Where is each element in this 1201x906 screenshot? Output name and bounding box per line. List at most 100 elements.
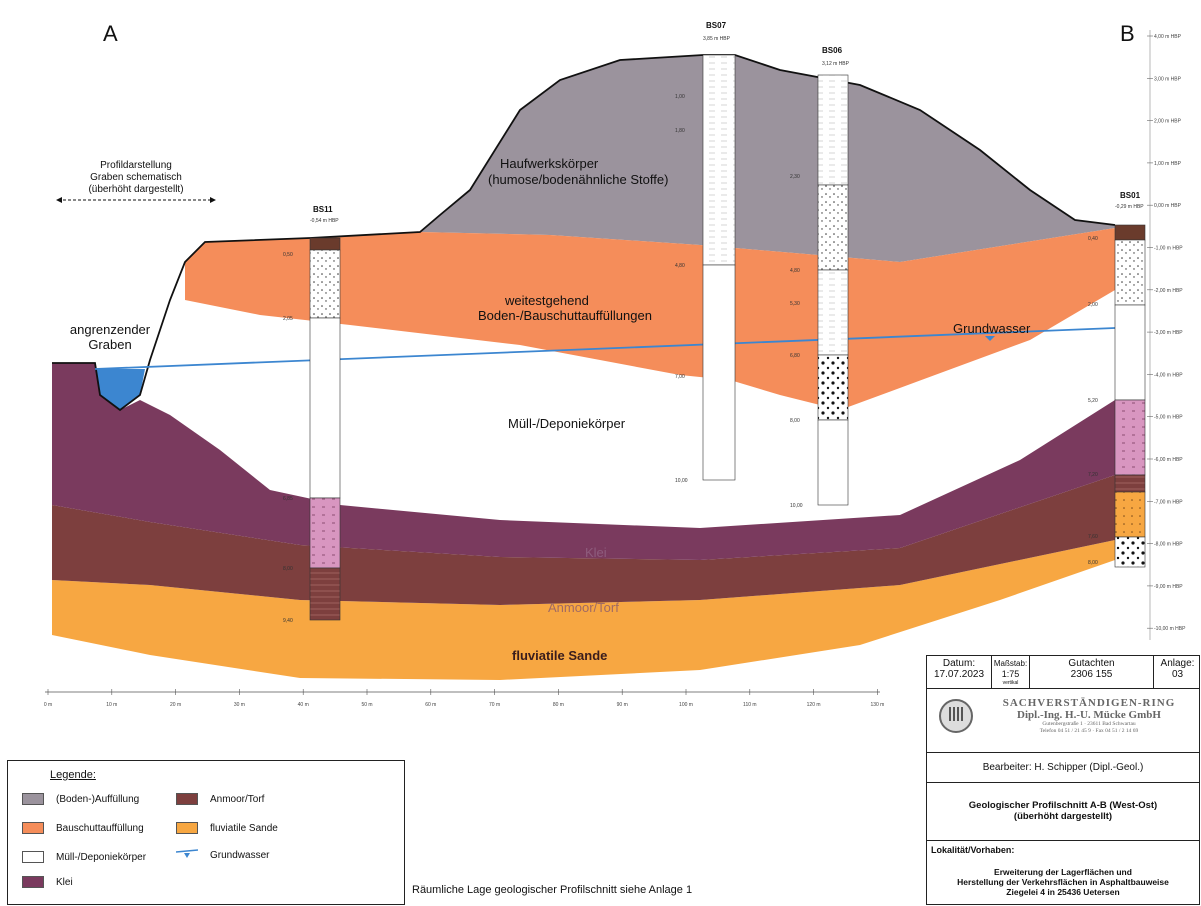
bs11-top: -0,54 m HBP bbox=[310, 218, 339, 224]
legend-item-auffuellung: (Boden-)Auffüllung bbox=[22, 793, 139, 805]
bs07-depth: 1,00 bbox=[675, 94, 685, 100]
swatch bbox=[176, 822, 198, 834]
bs11-depth: 6,85 bbox=[283, 496, 293, 502]
zone-groundwater: Grundwasser bbox=[953, 321, 1031, 336]
fill-layer bbox=[185, 228, 1115, 410]
company-line1: SACHVERSTÄNDIGEN-RING bbox=[1002, 697, 1176, 709]
bs11-depth: 0,50 bbox=[283, 252, 293, 258]
bs07-label: BS07 bbox=[706, 21, 727, 30]
zone-sande: fluviatile Sande bbox=[512, 648, 607, 663]
elevation-tick-label: -3,00 m HBP bbox=[1154, 330, 1183, 336]
bs11-depth: 8,00 bbox=[283, 566, 293, 572]
swatch bbox=[22, 793, 44, 805]
zone-landfill: Müll-/Deponiekörper bbox=[508, 416, 626, 431]
scale-value: 1:75 bbox=[1001, 669, 1020, 679]
bs11-label: BS11 bbox=[313, 205, 333, 214]
annex-label: Anlage: bbox=[1160, 658, 1195, 669]
distance-tick-label: 0 m bbox=[44, 702, 52, 708]
elevation-tick-label: 2,00 m HBP bbox=[1154, 119, 1182, 125]
bs06-depth: 5,30 bbox=[790, 301, 800, 307]
zone-heap-line2: (humose/bodenähnliche Stoffe) bbox=[488, 172, 668, 187]
elevation-tick-label: -9,00 m HBP bbox=[1154, 584, 1183, 590]
distance-tick-label: 20 m bbox=[170, 702, 181, 708]
legend-label: fluviatile Sande bbox=[210, 822, 278, 834]
company-line4: Telefon 04 51 / 21 45 9 · Fax 04 51 / 2 … bbox=[1039, 728, 1139, 734]
distance-tick-label: 100 m bbox=[679, 702, 693, 708]
elevation-tick-label: -4,00 m HBP bbox=[1154, 372, 1183, 378]
location-note: Räumliche Lage geologischer Profilschnit… bbox=[412, 884, 693, 896]
elevation-tick-label: 3,00 m HBP bbox=[1154, 76, 1182, 82]
legend-label: Müll-/Deponiekörper bbox=[56, 851, 147, 863]
swatch bbox=[22, 876, 44, 888]
distance-tick-label: 50 m bbox=[361, 702, 372, 708]
distance-tick-label: 90 m bbox=[617, 702, 628, 708]
terrain-outline bbox=[52, 54, 1116, 412]
bs01-depth: 0,40 bbox=[1088, 236, 1098, 242]
editor-row: Bearbeiter: H. Schipper (Dipl.-Geol.) bbox=[927, 753, 1199, 783]
swatch bbox=[176, 793, 198, 805]
legend-label: Bauschuttauffüllung bbox=[56, 822, 144, 834]
distance-tick-label: 130 m bbox=[870, 702, 884, 708]
borehole-bs06 bbox=[817, 74, 849, 506]
elevation-tick-label: 4,00 m HBP bbox=[1154, 34, 1182, 40]
elevation-tick-label: -8,00 m HBP bbox=[1154, 542, 1183, 548]
project-line2: Herstellung der Verkehrsflächen in Aspha… bbox=[957, 877, 1169, 887]
bs01-depth: 5,20 bbox=[1088, 398, 1098, 404]
scale-label: Maßstab: bbox=[993, 659, 1028, 668]
bs06-label: BS06 bbox=[822, 46, 843, 55]
swatch bbox=[22, 851, 44, 863]
bs01-depth: 8,00 bbox=[1088, 560, 1098, 566]
borehole-bs07 bbox=[702, 54, 736, 481]
bs07-depth: 1,80 bbox=[675, 128, 685, 134]
bs06-depth: 8,00 bbox=[790, 418, 800, 424]
legend-item-bauschutt: Bauschuttauffüllung bbox=[22, 822, 144, 834]
bs01-depth: 7,60 bbox=[1088, 534, 1098, 540]
distance-tick-label: 30 m bbox=[234, 702, 245, 708]
groundwater-icon bbox=[176, 849, 198, 858]
elevation-tick-label: -6,00 m HBP bbox=[1154, 457, 1183, 463]
elevation-tick-label: 0,00 m HBP bbox=[1154, 203, 1182, 209]
legend-title: Legende: bbox=[50, 769, 96, 781]
legend: Legende: (Boden-)Auffüllung Bauschuttauf… bbox=[7, 760, 405, 905]
legend-item-sande: fluviatile Sande bbox=[176, 822, 278, 834]
borehole-bs11 bbox=[309, 237, 341, 621]
groundwater-symbol bbox=[985, 336, 995, 341]
zone-heap-line1: Haufwerkskörper bbox=[500, 156, 599, 171]
distance-tick-label: 60 m bbox=[425, 702, 436, 708]
bs06-depth: 4,80 bbox=[790, 268, 800, 274]
elevation-tick-label: -7,00 m HBP bbox=[1154, 499, 1183, 505]
title-block-header-row: Datum: 17.07.2023 Maßstab: 1:75 vertikal… bbox=[927, 656, 1199, 689]
bs07-depth: 10,00 bbox=[675, 478, 688, 484]
company-row: SACHVERSTÄNDIGEN-RING Dipl.-Ing. H.-U. M… bbox=[927, 689, 1199, 753]
report-label: Gutachten bbox=[1068, 658, 1115, 669]
legend-label: Grundwasser bbox=[210, 849, 270, 861]
zone-graben-line1: angrenzender bbox=[70, 322, 151, 337]
groundwater-line bbox=[94, 327, 1116, 370]
legend-item-grundwasser: Grundwasser bbox=[176, 849, 269, 861]
drawing-title-line2: (überhöht dargestellt) bbox=[1013, 811, 1113, 822]
sande-layer bbox=[52, 540, 1115, 680]
legend-label: (Boden-)Auffüllung bbox=[56, 793, 140, 805]
elevation-tick-label: -2,00 m HBP bbox=[1154, 288, 1183, 294]
zone-torf: Anmoor/Torf bbox=[548, 600, 619, 615]
bs06-depth: 2,30 bbox=[790, 174, 800, 180]
bs06-depth: 6,80 bbox=[790, 353, 800, 359]
location-label: Lokalität/Vorhaben: bbox=[931, 845, 1015, 855]
project-row: Lokalität/Vorhaben: Erweiterung der Lage… bbox=[927, 841, 1199, 906]
distance-tick-label: 80 m bbox=[553, 702, 564, 708]
distance-tick-label: 10 m bbox=[106, 702, 117, 708]
date-cell: Datum: 17.07.2023 bbox=[927, 656, 992, 688]
distance-tick-label: 70 m bbox=[489, 702, 500, 708]
zone-graben-line2: Graben bbox=[88, 337, 131, 352]
arrow-left-icon bbox=[56, 197, 62, 203]
company-name: SACHVERSTÄNDIGEN-RING Dipl.-Ing. H.-U. M… bbox=[983, 697, 1195, 735]
bs06-top: 3,12 m HBP bbox=[822, 61, 850, 67]
elevation-tick-label: -10,00 m HBP bbox=[1154, 626, 1186, 632]
date-label: Datum: bbox=[942, 658, 976, 669]
company-line2: Dipl.-Ing. H.-U. Mücke GmbH bbox=[1017, 709, 1161, 721]
section-label-a: A bbox=[103, 21, 118, 46]
report-value: 2306 155 bbox=[1070, 669, 1113, 680]
company-logo bbox=[939, 699, 973, 733]
